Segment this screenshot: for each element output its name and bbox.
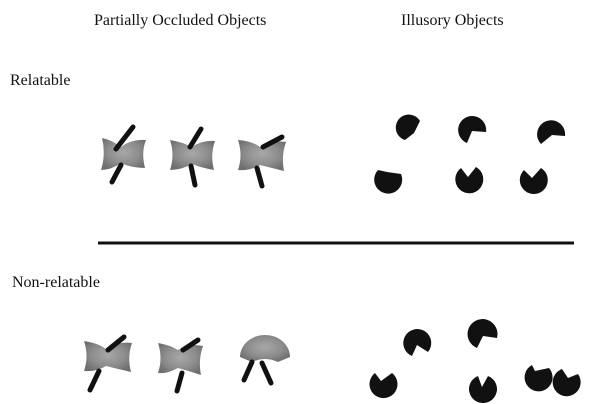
illusory-nonrelatable-1 — [403, 329, 432, 356]
illusory-nonrelatable-6 — [552, 369, 581, 397]
occluded-nonrelatable-1 — [84, 334, 132, 393]
illusory-relatable-bot-2 — [455, 167, 484, 194]
illusory-nonrelatable-4 — [468, 376, 497, 404]
illusory-relatable-top-2 — [458, 115, 487, 143]
occluded-relatable-1 — [101, 124, 146, 185]
illusory-relatable-top-1 — [395, 114, 420, 140]
illusory-nonrelatable-3 — [369, 373, 398, 399]
row-label-relatable: Relatable — [10, 72, 71, 89]
occluded-nonrelatable-2 — [158, 337, 203, 394]
column-header-illusory: Illusory Objects — [401, 12, 504, 29]
occluded-relatable-2 — [170, 126, 215, 188]
illusory-nonrelatable-2 — [467, 319, 498, 348]
occluded-relatable-3 — [238, 134, 286, 189]
column-header-occluded: Partially Occluded Objects — [94, 12, 267, 29]
illusory-nonrelatable-5 — [524, 365, 553, 392]
illusory-relatable-top-3 — [537, 120, 566, 144]
row-label-nonrelatable: Non-relatable — [12, 274, 100, 291]
occluded-nonrelatable-3 — [240, 335, 290, 386]
illusory-relatable-bot-3 — [519, 168, 548, 195]
illusory-relatable-bot-1 — [374, 170, 403, 194]
